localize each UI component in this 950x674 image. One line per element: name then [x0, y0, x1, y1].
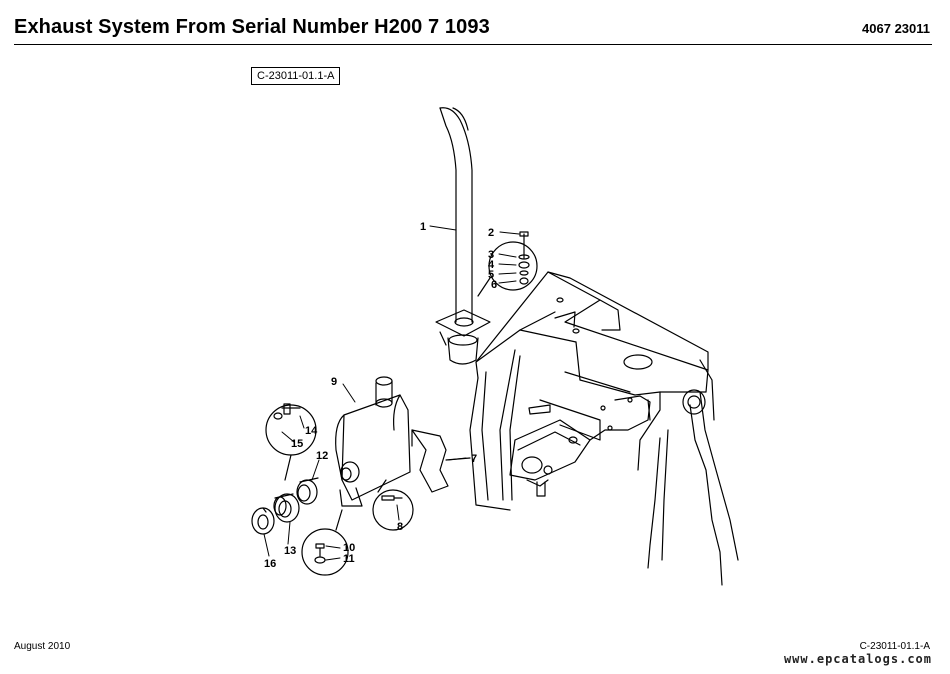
callout-7: 7 — [471, 453, 477, 465]
callout-4: 4 — [488, 259, 495, 271]
footer-date: August 2010 — [14, 641, 71, 652]
muffler-clamp — [296, 477, 319, 505]
callout-3: 3 — [488, 249, 494, 261]
pipe-hardware-detail — [477, 231, 538, 297]
exhaust-gasket — [251, 507, 275, 535]
callout-13: 13 — [284, 545, 296, 557]
flange-hardware-detail — [265, 403, 317, 481]
muffler-bracket — [411, 429, 471, 493]
callout-1: 1 — [420, 221, 426, 233]
leader-lines — [263, 225, 520, 561]
callout-5: 5 — [488, 269, 494, 281]
machine-frame — [469, 271, 739, 586]
callout-8: 8 — [397, 521, 403, 533]
callout-2: 2 — [488, 227, 494, 239]
bracket-bolt-detail — [372, 479, 414, 531]
muffler — [335, 376, 411, 507]
callout-labels: 1 2 3 4 5 6 7 8 9 10 11 12 13 14 15 16 — [264, 221, 497, 570]
callout-9: 9 — [331, 376, 337, 388]
document-number: 4067 23011 — [862, 21, 930, 36]
exhaust-flange — [273, 493, 300, 523]
callout-15: 15 — [291, 438, 303, 450]
callout-14: 14 — [305, 425, 318, 437]
tail-pipe — [435, 107, 491, 365]
callout-16: 16 — [264, 558, 276, 570]
page-title: Exhaust System From Serial Number H200 7… — [14, 16, 490, 38]
header-divider — [14, 44, 932, 45]
callout-12: 12 — [316, 450, 328, 462]
callout-11: 11 — [343, 553, 355, 565]
callout-10: 10 — [343, 542, 355, 554]
watermark-text: www.epcatalogs.com — [783, 652, 932, 666]
callout-6: 6 — [491, 279, 497, 291]
figure-id-box: C-23011-01.1-A — [251, 67, 341, 85]
footer-reference: C-23011-01.1-A — [859, 641, 930, 652]
muffler-hardware-detail — [301, 509, 349, 576]
